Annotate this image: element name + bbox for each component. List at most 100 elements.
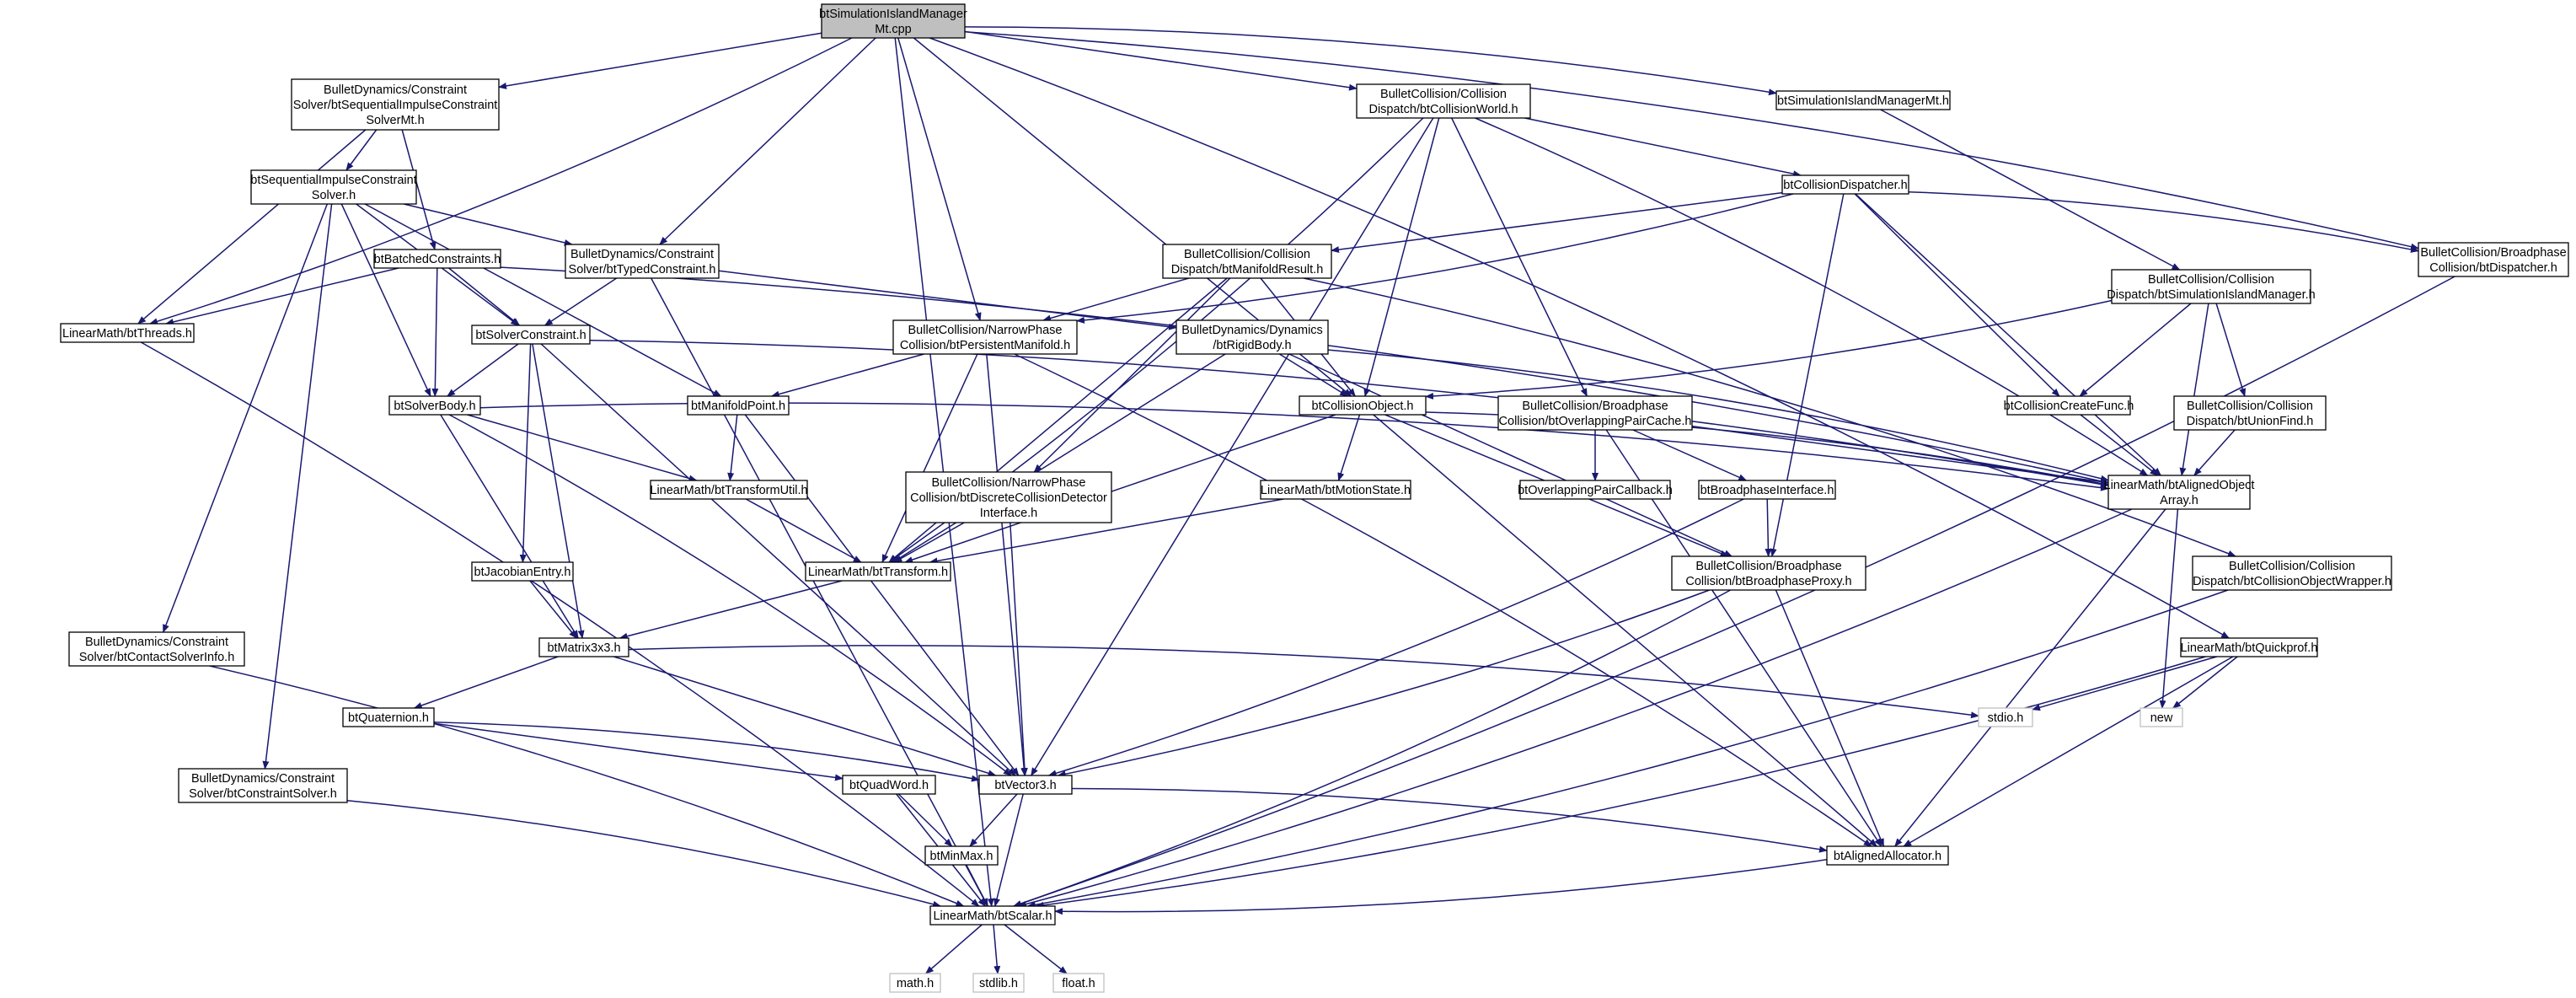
node-bpproxy[interactable]: BulletCollision/BroadphaseCollision/btBr… <box>1671 555 1866 591</box>
node-quadword[interactable]: btQuadWord.h <box>842 775 936 795</box>
node-matrix[interactable]: btMatrix3x3.h <box>538 637 629 657</box>
node-label-colcreate-0: btCollisionCreateFunc.h <box>2004 400 2134 413</box>
node-label-quat-0: btQuaternion.h <box>348 711 429 725</box>
node-alloc[interactable]: btAlignedAllocator.h <box>1826 845 1949 866</box>
edge-coldisp-to-colcreate <box>1854 193 2060 397</box>
node-overpair[interactable]: BulletCollision/BroadphaseCollision/btOv… <box>1497 395 1693 431</box>
node-label-seq-1: Solver.h <box>312 189 356 202</box>
node-label-new-0: new <box>2150 711 2173 725</box>
node-box-quat <box>342 707 435 727</box>
node-dispatcher[interactable]: BulletCollision/BroadphaseCollision/btDi… <box>2418 242 2569 277</box>
node-label-manres-1: Dispatch/btManifoldResult.h <box>1171 263 1324 276</box>
node-scalar[interactable]: LinearMath/btScalar.h <box>929 905 1056 926</box>
node-typedc[interactable]: BulletDynamics/ConstraintSolver/btTypedC… <box>565 244 720 279</box>
edge-persman-to-vector <box>986 353 1028 776</box>
node-label-discrete-2: Interface.h <box>980 507 1038 520</box>
node-label-motion-0: LinearMath/btMotionState.h <box>1261 484 1411 497</box>
node-box-tutil <box>650 480 808 500</box>
node-box-overcb <box>1519 480 1671 500</box>
edge-motion-to-transform <box>929 498 1284 565</box>
node-jacobian[interactable]: btJacobianEntry.h <box>471 561 574 582</box>
edge-tutil-to-transform <box>745 498 862 563</box>
node-unionfind[interactable]: BulletCollision/CollisionDispatch/btUnio… <box>2173 395 2327 431</box>
edge-quat-to-quadword <box>433 722 843 781</box>
node-box-consolver <box>178 768 348 803</box>
node-label-consolver-0: BulletDynamics/Constraint <box>191 772 335 786</box>
edge-solverc-to-matrix <box>532 343 585 639</box>
edge-scalar-to-stdlib <box>993 924 1001 974</box>
node-simmgr[interactable]: BulletCollision/CollisionDispatch/btSimu… <box>2107 269 2316 304</box>
node-rigid[interactable]: BulletDynamics/Dynamics/btRigidBody.h <box>1176 319 1329 355</box>
node-label-seqmt-2: SolverMt.h <box>366 114 424 127</box>
node-label-simmgr-0: BulletCollision/Collision <box>2148 273 2274 287</box>
edge-root-to-typedc <box>659 37 876 245</box>
edge-colobj-to-alloc <box>1373 414 1877 847</box>
node-label-dispatcher-0: BulletCollision/Broadphase <box>2420 246 2566 260</box>
node-box-simmgr <box>2111 269 2311 304</box>
edge-simmgr-to-colobj <box>1425 299 2113 400</box>
node-label-seqmt-1: Solver/btSequentialImpulseConstraint <box>293 99 498 112</box>
edge-seq-to-contactinfo <box>162 203 329 633</box>
node-contactinfo[interactable]: BulletDynamics/ConstraintSolver/btContac… <box>68 631 245 667</box>
node-batched[interactable]: btBatchedConstraints.h <box>373 249 501 269</box>
node-threads[interactable]: LinearMath/btThreads.h <box>60 323 195 343</box>
node-overcb[interactable]: btOverlappingPairCallback.h <box>1518 480 1673 500</box>
node-quickprof[interactable]: LinearMath/btQuickprof.h <box>2180 637 2318 657</box>
node-label-solverbody-0: btSolverBody.h <box>394 400 475 413</box>
node-quat[interactable]: btQuaternion.h <box>342 707 435 727</box>
node-box-vector <box>978 775 1073 795</box>
node-motion[interactable]: LinearMath/btMotionState.h <box>1260 480 1411 500</box>
edge-colobj-to-motion <box>1337 414 1361 481</box>
node-consolver[interactable]: BulletDynamics/ConstraintSolver/btConstr… <box>178 768 348 803</box>
node-minmax[interactable]: btMinMax.h <box>924 845 999 866</box>
node-root[interactable]: btSimulationIslandManagerMt.cpp <box>819 3 967 39</box>
node-solverbody[interactable]: btSolverBody.h <box>388 395 481 416</box>
node-coldisp[interactable]: btCollisionDispatcher.h <box>1781 174 1909 195</box>
node-label-coldisp-0: btCollisionDispatcher.h <box>1783 179 1908 192</box>
node-box-scalar <box>929 905 1056 926</box>
node-box-alloc <box>1826 845 1949 866</box>
node-vector[interactable]: btVector3.h <box>978 775 1073 795</box>
node-box-transform <box>805 561 951 582</box>
node-tutil[interactable]: LinearMath/btTransformUtil.h <box>650 480 808 500</box>
node-colobj[interactable]: btCollisionObject.h <box>1299 395 1427 416</box>
node-simmgrmt[interactable]: btSimulationIslandManagerMt.h <box>1775 90 1951 110</box>
edge-typedc-to-rigid <box>718 270 1177 330</box>
node-colworld[interactable]: BulletCollision/CollisionDispatch/btColl… <box>1356 83 1531 119</box>
node-manpoint[interactable]: btManifoldPoint.h <box>687 395 790 416</box>
edge-persman-to-manpoint <box>770 353 924 398</box>
node-label-typedc-0: BulletDynamics/Constraint <box>570 248 714 261</box>
node-solverc[interactable]: btSolverConstraint.h <box>471 325 591 345</box>
node-colcreate[interactable]: btCollisionCreateFunc.h <box>2004 395 2134 416</box>
node-label-overpair-1: Collision/btOverlappingPairCache.h <box>1499 415 1692 428</box>
node-seqmt[interactable]: BulletDynamics/ConstraintSolver/btSequen… <box>291 78 500 131</box>
node-label-transform-0: LinearMath/btTransform.h <box>808 566 948 579</box>
node-label-math-0: math.h <box>897 977 934 990</box>
node-box-manres <box>1162 244 1332 279</box>
node-box-alignedarr <box>2107 475 2251 510</box>
node-manres[interactable]: BulletCollision/CollisionDispatch/btMani… <box>1162 244 1332 279</box>
node-label-scalar-0: LinearMath/btScalar.h <box>933 909 1052 923</box>
node-box-quickprof <box>2180 637 2318 657</box>
node-persman[interactable]: BulletCollision/NarrowPhaseCollision/btP… <box>892 319 1078 355</box>
node-wrapper[interactable]: BulletCollision/CollisionDispatch/btColl… <box>2192 555 2392 591</box>
node-label-seqmt-0: BulletDynamics/Constraint <box>324 83 467 97</box>
node-transform[interactable]: LinearMath/btTransform.h <box>805 561 951 582</box>
node-label-contactinfo-1: Solver/btContactSolverInfo.h <box>79 651 235 664</box>
edge-alignedarr-to-alloc <box>1894 508 2166 847</box>
edge-coldisp-to-alignedarr <box>1855 193 2162 476</box>
edge-coldisp-to-manres <box>1331 191 1783 254</box>
edge-transform-to-matrix <box>619 580 843 640</box>
edge-quickprof-to-stdio <box>2032 656 2217 711</box>
node-label-manres-0: BulletCollision/Collision <box>1184 248 1310 261</box>
node-box-new <box>2140 707 2183 727</box>
node-bpiface[interactable]: btBroadphaseInterface.h <box>1698 480 1836 500</box>
node-label-alignedarr-0: LinearMath/btAlignedObject <box>2104 479 2255 492</box>
node-label-consolver-1: Solver/btConstraintSolver.h <box>189 787 337 801</box>
node-discrete[interactable]: BulletCollision/NarrowPhaseCollision/btD… <box>905 471 1112 523</box>
node-stdlib: stdlib.h <box>972 973 1025 993</box>
node-label-tutil-0: LinearMath/btTransformUtil.h <box>650 484 807 497</box>
edge-coldisp-to-dispatcher <box>1908 190 2419 253</box>
